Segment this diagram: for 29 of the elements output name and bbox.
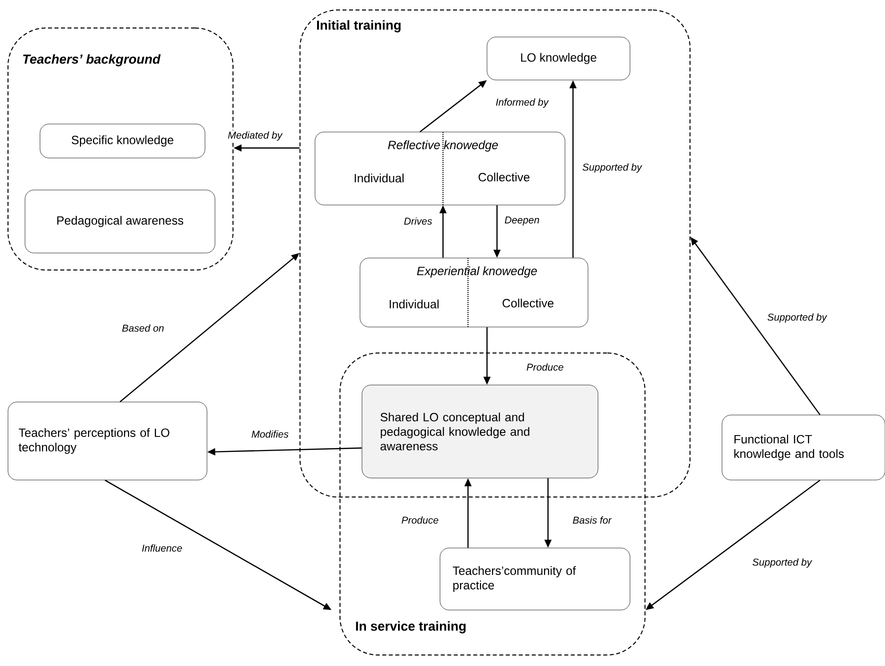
process-box: Shared LO conceptual and pedagogical knowledge and awareness bbox=[362, 384, 598, 478]
column-label: Collective bbox=[502, 298, 554, 308]
edge-label: Supported by bbox=[581, 162, 643, 174]
group-title: In service training bbox=[356, 621, 466, 634]
edge-label: Drives bbox=[402, 216, 434, 226]
edge-label: Modifies bbox=[250, 429, 290, 439]
edge-label: Based on bbox=[120, 323, 166, 333]
column-label: Collective bbox=[478, 172, 530, 182]
edge-label: Influence bbox=[140, 543, 184, 553]
process-box: Functional ICT knowledge and tools bbox=[722, 414, 885, 480]
process-box: Teachers’community of practice bbox=[440, 548, 630, 610]
edge-label: Informed by bbox=[494, 97, 550, 109]
process-box: LO knowledge bbox=[486, 36, 630, 80]
box-heading: Experiential knowedge bbox=[417, 266, 537, 278]
process-box: Specific knowledge bbox=[40, 124, 206, 158]
process-box: Pedagogical awareness bbox=[24, 190, 216, 254]
group-title: Initial training bbox=[317, 20, 401, 32]
column-label: Individual bbox=[390, 300, 439, 308]
edge-label: Produce bbox=[400, 515, 440, 525]
edge-label: Deepen bbox=[504, 216, 541, 226]
group-title: Teachers’ background bbox=[23, 54, 161, 66]
process-box: Teachers’ perceptions of LO technology bbox=[8, 402, 208, 480]
edge-label: Basis for bbox=[572, 515, 612, 525]
edge-label: Supported by bbox=[766, 312, 828, 324]
edge-label: Mediated by bbox=[226, 130, 284, 142]
edge-label: Produce bbox=[525, 362, 565, 372]
edge-label: Supported by bbox=[751, 557, 813, 569]
column-label: Individual bbox=[354, 174, 404, 182]
box-heading: Reflective knowedge bbox=[388, 140, 498, 152]
